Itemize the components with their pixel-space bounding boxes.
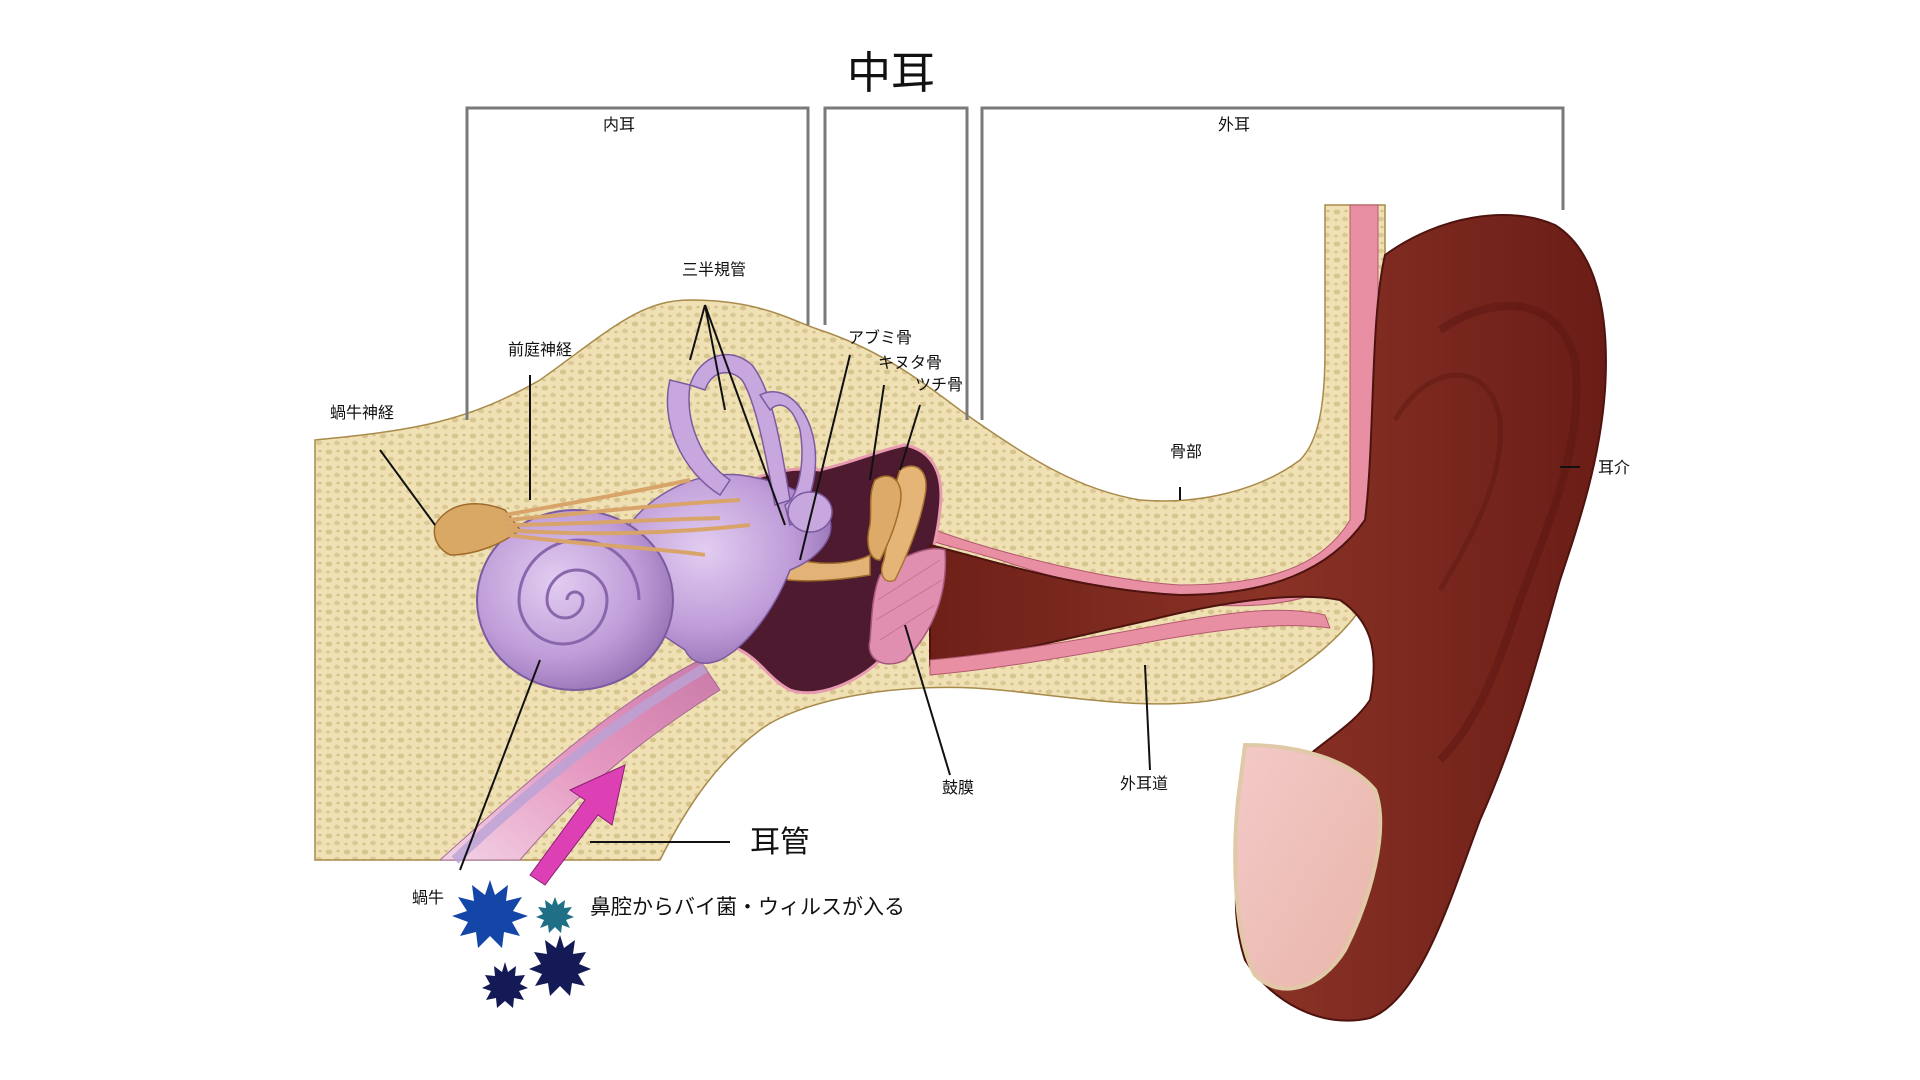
label-cochlea: 蝸牛 [412, 888, 445, 907]
bracket-outer-ear [980, 106, 1565, 420]
label-bony-part: 骨部 [1170, 442, 1203, 461]
canal-lining-lower [929, 609, 1331, 676]
germ-large [452, 880, 528, 948]
vestibular-nerve-fibers [504, 478, 751, 557]
semicircular-canal-3 [758, 391, 817, 527]
label-malleus: ツチ骨 [915, 375, 964, 394]
label-eardrum: 鼓膜 [942, 778, 975, 797]
germs [452, 880, 591, 1008]
earlobe [1233, 742, 1383, 991]
label-vestibular-nerve: 前庭神経 [508, 340, 573, 359]
leader-lines [379, 304, 1580, 871]
label-cochlear-nerve: 蝸牛神経 [330, 403, 395, 422]
cochlea [476, 509, 674, 691]
label-infection-note: 鼻腔からバイ菌・ウィルスが入る [590, 895, 905, 919]
label-semicircular-canals: 三半規管 [682, 260, 747, 279]
cochlear-nerve-root [433, 503, 522, 556]
auricle-fold [1437, 302, 1581, 763]
germ-navy-left [482, 962, 528, 1008]
germ-small-teal [536, 897, 574, 933]
semicircular-canal-2 [666, 379, 732, 497]
bracket-middle-ear [823, 106, 969, 420]
eustachian-tube-edge [451, 663, 708, 864]
incus [867, 475, 902, 561]
eardrum-lines [875, 559, 943, 641]
label-external-canal: 外耳道 [1120, 774, 1169, 793]
label-inner-ear: 内耳 [603, 115, 636, 134]
bracket-inner-ear [465, 106, 810, 420]
region-brackets [465, 106, 1565, 420]
label-stapes: アブミ骨 [848, 328, 913, 347]
label-eustachian-tube: 耳管 [750, 825, 810, 860]
label-middle-ear: 中耳 [847, 48, 935, 99]
label-auricle: 耳介 [1598, 458, 1631, 477]
label-incus: キヌタ骨 [878, 353, 943, 372]
germ-navy-right [529, 935, 591, 996]
oval-window [787, 491, 833, 533]
infection-arrow [529, 764, 626, 886]
label-outer-ear: 外耳 [1218, 115, 1251, 134]
auricle-inner-fold [1392, 372, 1503, 592]
